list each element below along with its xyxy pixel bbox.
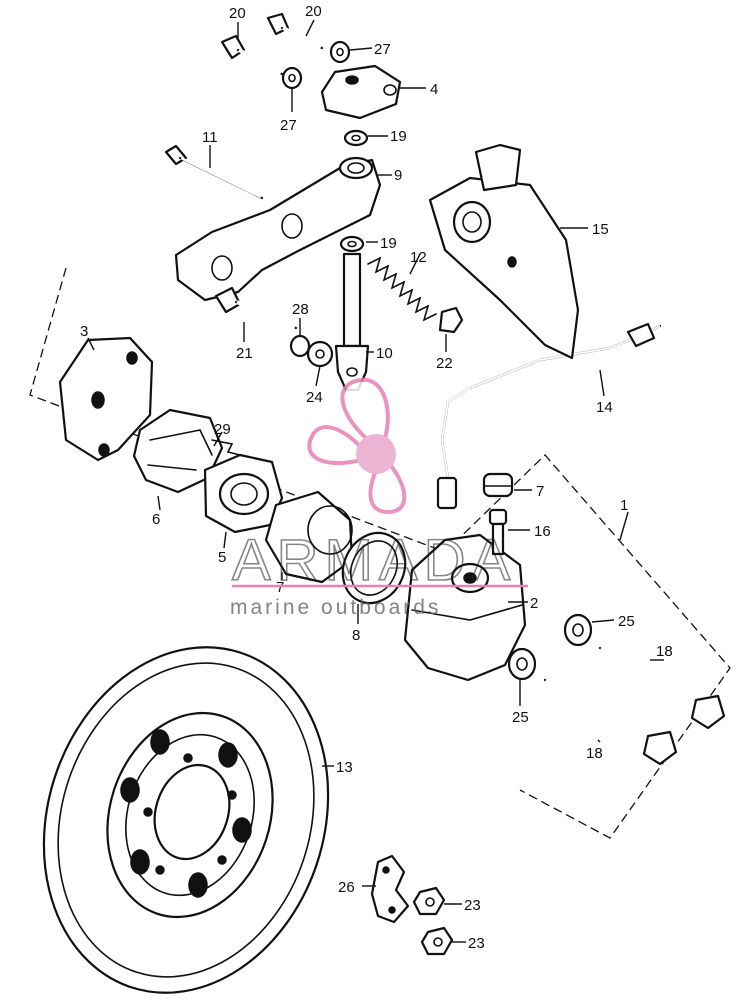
callout-15: 15 [592,221,609,238]
washer-19-upper [343,129,369,147]
pivot-pin [334,252,370,392]
bleeder-valve [488,508,508,556]
callout-27-left: 27 [280,117,297,134]
watermark-tagline: marine outboards [230,596,441,619]
washer-25-lower [507,647,537,681]
callout-20-left: 20 [229,5,246,22]
callout-23-lower: 23 [468,935,485,952]
caliper-bolt-lower [543,677,678,766]
callout-18-lower: 18 [586,745,603,762]
brake-pipe [436,322,662,510]
nut-23-upper [412,886,446,916]
callout-28: 28 [292,301,309,318]
callout-7-piston: 7 [276,579,284,596]
caliper-bolt-upper [598,645,726,730]
callout-13: 13 [336,759,353,776]
bolt-21 [214,286,298,330]
washer-24 [306,340,334,368]
propeller-logo-icon [307,377,407,515]
callout-12: 12 [410,249,427,266]
callout-14: 14 [596,399,613,416]
washer-27-right [329,40,351,64]
watermark-wordmark: ARMADA [232,528,516,593]
callout-22: 22 [436,355,453,372]
bleeder-cap [482,472,514,498]
pad-shim [58,336,154,462]
callout-20-right: 20 [305,3,322,20]
callout-8: 8 [352,627,360,644]
watermark-logo: ARMADA marine outboards [230,377,528,619]
bolt-20-right [266,12,324,50]
caliper-cover [428,143,580,360]
brake-disc [42,646,330,994]
callout-19-lower: 19 [380,235,397,252]
callout-5: 5 [218,549,226,566]
caliper-piston [264,490,354,584]
callout-18-upper: 18 [656,643,673,660]
long-bolt-11 [164,144,264,200]
washer-27-left [281,66,303,90]
propeller-blade-icon [307,425,371,466]
caliper-bracket [174,156,382,302]
callout-16: 16 [534,523,551,540]
washer-19-lower [339,235,365,253]
callout-10: 10 [376,345,393,362]
collar-28 [289,334,311,358]
propeller-hub-icon [356,434,396,474]
propeller-blade-icon [340,377,390,451]
callout-7-cap: 7 [536,483,544,500]
leader-lines [87,19,664,943]
callout-2: 2 [530,595,538,612]
callout-19-upper: 19 [390,128,407,145]
callout-9: 9 [394,167,402,184]
callout-25-upper: 25 [618,613,635,630]
bolt-20-left [220,34,284,76]
nut-22 [438,306,464,334]
callout-4: 4 [430,81,438,98]
callout-11: 11 [202,129,218,146]
bracket-clamp [320,64,402,120]
pad-holder [203,453,284,534]
callout-26: 26 [338,879,355,896]
callout-21: 21 [236,345,253,362]
callout-1: 1 [620,497,628,514]
washer-25-upper [563,613,593,647]
callout-24: 24 [306,389,323,406]
nut-23-lower [420,926,454,956]
callout-29: 29 [214,421,231,438]
callout-25-lower: 25 [512,709,529,726]
callout-3: 3 [80,323,88,340]
callout-23-upper: 23 [464,897,481,914]
callout-6: 6 [152,511,160,528]
assembly-outline-dashed [29,267,731,839]
callout-27-right: 27 [374,41,391,58]
return-spring [367,256,437,322]
lock-plate [370,854,410,924]
